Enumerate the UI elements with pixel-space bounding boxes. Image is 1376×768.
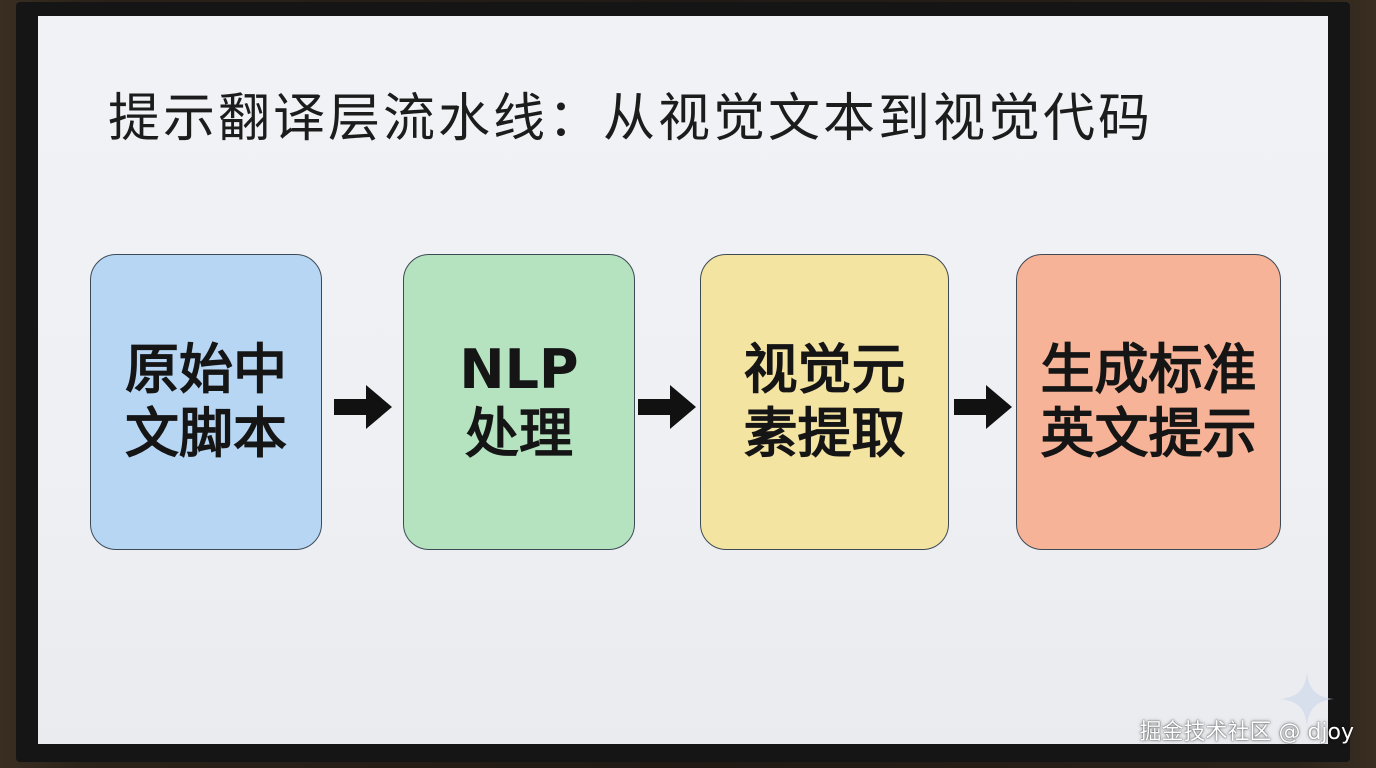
pipeline-step-label: NLP 处理	[459, 338, 579, 465]
sparkle-icon	[1280, 672, 1334, 726]
pipeline-step-raw-script: 原始中 文脚本	[90, 254, 322, 550]
pipeline-step-nlp: NLP 处理	[403, 254, 635, 550]
slide-screen: 提示翻译层流水线：从视觉文本到视觉代码 原始中 文脚本 NLP 处理 视觉元 素…	[38, 16, 1328, 744]
pipeline-step-label: 原始中 文脚本	[125, 338, 287, 465]
pipeline-step-label: 生成标准 英文提示	[1040, 338, 1257, 465]
pipeline-step-english-prompt: 生成标准 英文提示	[1016, 254, 1281, 550]
pipeline-step-label: 视觉元 素提取	[743, 338, 906, 465]
right-arrow-icon	[638, 385, 696, 429]
slide-title: 提示翻译层流水线：从视觉文本到视觉代码	[108, 89, 1154, 149]
watermark-text: 掘金技术社区 @ djoy	[1139, 720, 1354, 745]
right-arrow-icon	[334, 385, 392, 429]
right-arrow-icon	[954, 385, 1012, 429]
pipeline-step-visual-extraction: 视觉元 素提取	[700, 254, 949, 550]
